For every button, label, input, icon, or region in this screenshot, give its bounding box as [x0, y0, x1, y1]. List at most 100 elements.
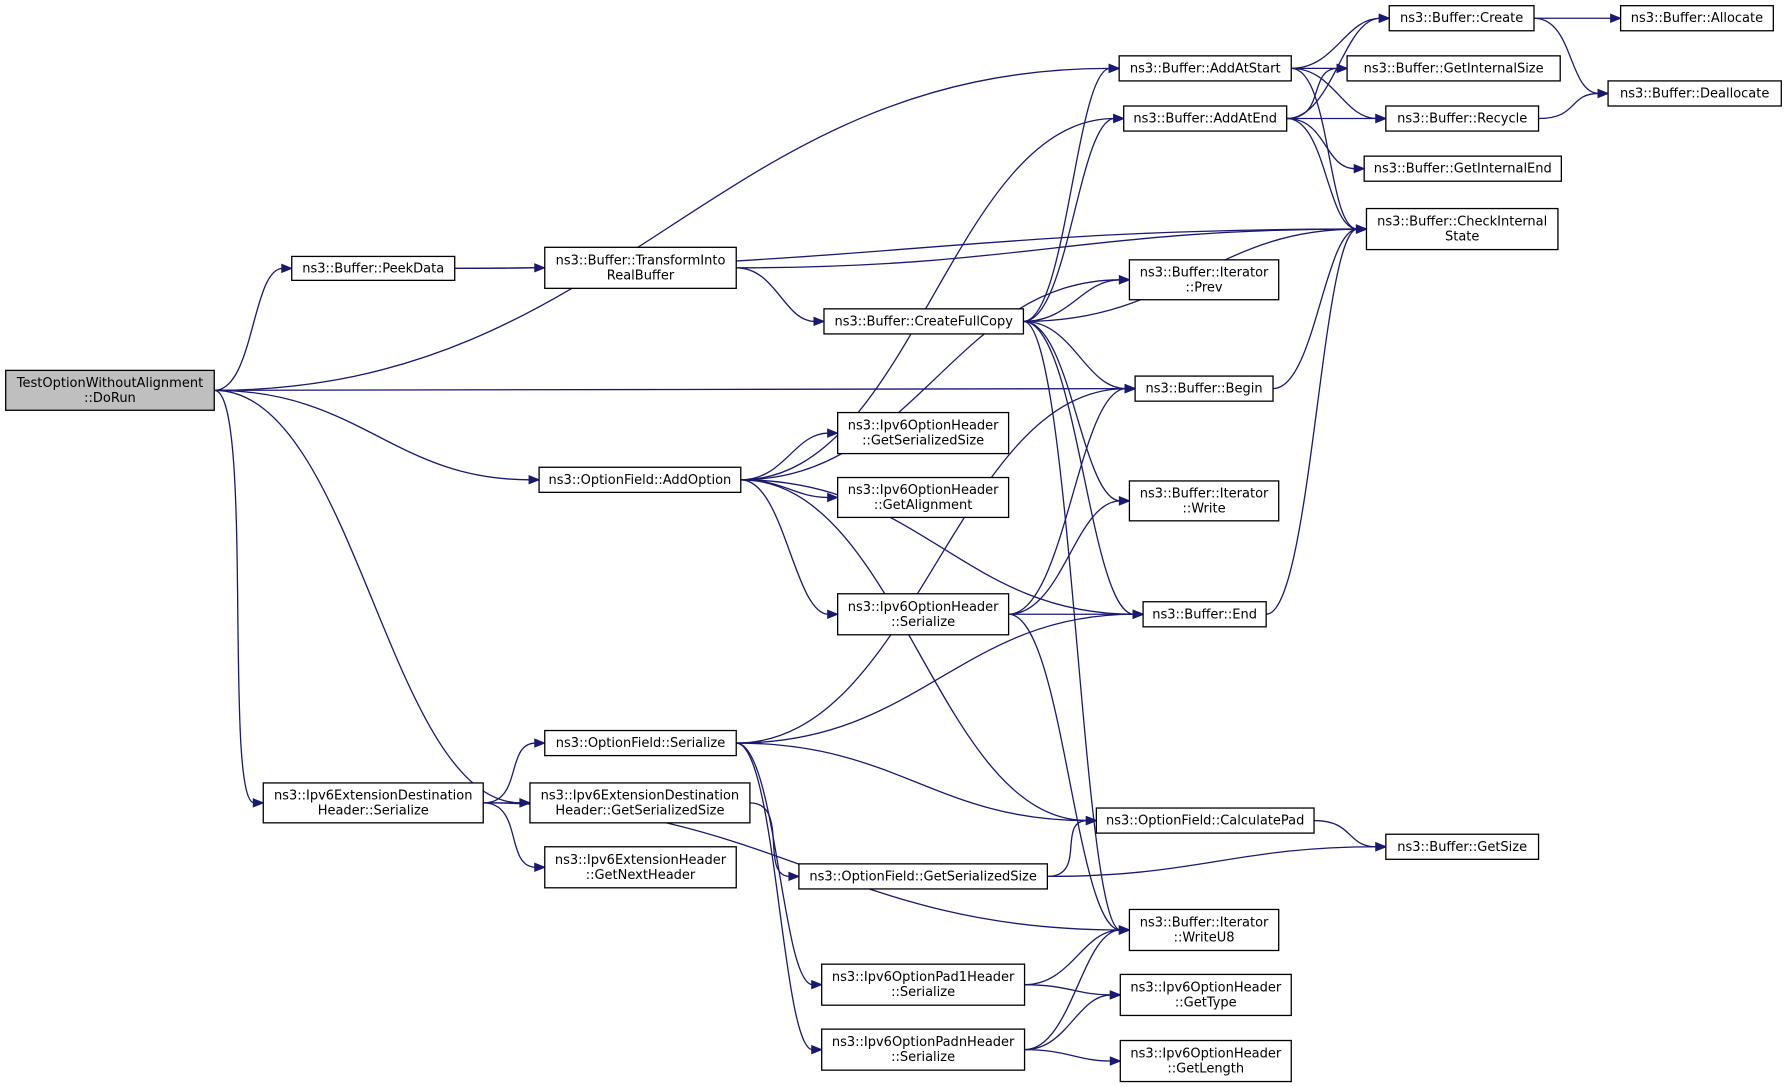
- node-pad1[interactable]: ns3::Ipv6OptionPad1Header::Serialize: [821, 963, 1026, 1006]
- node-recycle[interactable]: ns3::Buffer::Recycle: [1385, 105, 1540, 132]
- edge-root-to-begin: [214, 383, 1137, 394]
- node-box: [837, 593, 1010, 636]
- edge-line: [1291, 67, 1377, 120]
- edge-line: [740, 279, 1121, 481]
- node-padn[interactable]: ns3::Ipv6OptionPadnHeader::Serialize: [821, 1028, 1026, 1071]
- arrowhead-icon: [519, 798, 532, 808]
- node-allocate[interactable]: ns3::Buffer::Allocate: [1619, 5, 1774, 32]
- node-ofser[interactable]: ns3::OptionField::Serialize: [544, 729, 737, 757]
- edge-ofsize-to-getsize: [1047, 842, 1388, 878]
- node-box: [1388, 5, 1535, 32]
- node-root[interactable]: TestOptionWithoutAlignment::DoRun: [5, 369, 215, 411]
- edge-line: [1008, 500, 1121, 615]
- edge-line: [483, 742, 536, 804]
- edge-line: [1023, 320, 1127, 390]
- node-calcpad[interactable]: ns3::OptionField::CalculatePad: [1095, 807, 1315, 834]
- node-label: ns3::OptionField::CalculatePad: [1106, 814, 1304, 829]
- edge-addopt-to-itprev: [740, 275, 1131, 481]
- node-label: ::GetNextHeader: [586, 868, 696, 883]
- edge-root-to-edhser: [214, 389, 265, 808]
- node-label: ns3::Buffer::TransformInto: [556, 253, 726, 268]
- edge-edhser-to-ofser: [483, 738, 547, 804]
- edge-create-to-allocate: [1533, 13, 1622, 23]
- edge-addend-to-getintend: [1286, 117, 1366, 174]
- edge-line: [1533, 17, 1600, 95]
- node-box: [1142, 601, 1267, 628]
- node-ohalign[interactable]: ns3::Ipv6OptionHeader::GetAlignment: [837, 476, 1010, 519]
- node-box: [544, 246, 737, 289]
- arrowhead-icon: [1353, 163, 1366, 174]
- node-label: ns3::Ipv6ExtensionHeader: [555, 853, 727, 868]
- node-dealloc[interactable]: ns3::Buffer::Deallocate: [1607, 80, 1782, 107]
- edge-fullcopy-to-itwrite: [1023, 320, 1131, 506]
- edge-line: [1314, 819, 1377, 848]
- arrowhead-icon: [811, 979, 824, 990]
- node-edhsize[interactable]: ns3::Ipv6ExtensionDestinationHeader::Get…: [529, 782, 751, 824]
- node-ofsize[interactable]: ns3::OptionField::GetSerializedSize: [798, 863, 1049, 890]
- node-label: ns3::Buffer::GetSize: [1397, 840, 1527, 855]
- node-itwrite[interactable]: ns3::Buffer::Iterator::Write: [1128, 480, 1280, 522]
- node-box: [1128, 259, 1280, 301]
- edge-padn-to-ohlen: [1024, 1048, 1122, 1066]
- arrowhead-icon: [1336, 63, 1349, 74]
- node-begin[interactable]: ns3::Buffer::Begin: [1134, 375, 1274, 402]
- node-label: ns3::Ipv6ExtensionDestination: [541, 788, 740, 803]
- edge-ofsize-to-calcpad: [1047, 815, 1098, 878]
- arrowhead-icon: [1132, 609, 1145, 620]
- node-label: ns3::Ipv6OptionPadnHeader: [832, 1035, 1015, 1050]
- edge-addopt-to-ohser: [740, 479, 840, 620]
- node-ohsersize[interactable]: ns3::Ipv6OptionHeader::GetSerializedSize: [837, 411, 1010, 455]
- node-getintsize[interactable]: ns3::Buffer::GetInternalSize: [1346, 55, 1561, 82]
- node-create[interactable]: ns3::Buffer::Create: [1388, 5, 1535, 32]
- node-label: TestOptionWithoutAlignment: [16, 376, 203, 391]
- node-addopt[interactable]: ns3::OptionField::AddOption: [538, 466, 742, 493]
- node-box: [538, 466, 742, 493]
- edge-line: [1023, 320, 1121, 502]
- node-ohlen[interactable]: ns3::Ipv6OptionHeader::GetLength: [1119, 1039, 1292, 1083]
- node-label: ns3::Buffer::AddAtStart: [1130, 61, 1281, 76]
- arrowhead-icon: [827, 609, 840, 620]
- edges-layer: [214, 13, 1622, 1066]
- node-box: [837, 476, 1010, 519]
- node-label: ::Prev: [1185, 280, 1222, 295]
- node-end[interactable]: ns3::Buffer::End: [1142, 601, 1267, 628]
- edge-recycle-to-dealloc: [1538, 88, 1610, 120]
- node-fullcopy[interactable]: ns3::Buffer::CreateFullCopy: [823, 308, 1025, 335]
- arrowhead-icon: [827, 492, 840, 503]
- node-itprev[interactable]: ns3::Buffer::Iterator::Prev: [1128, 259, 1280, 301]
- node-label: ns3::Buffer::AddAtEnd: [1133, 112, 1277, 127]
- edge-line: [1272, 228, 1358, 390]
- node-label: ns3::Ipv6OptionHeader: [1130, 980, 1281, 995]
- edge-addend-to-getintsize: [1286, 63, 1349, 120]
- node-box: [837, 411, 1010, 455]
- edge-line: [736, 742, 1088, 822]
- node-addstart[interactable]: ns3::Buffer::AddAtStart: [1118, 55, 1292, 82]
- node-label: ns3::Ipv6ExtensionDestination: [274, 788, 473, 803]
- node-ohser[interactable]: ns3::Ipv6OptionHeader::Serialize: [837, 593, 1010, 636]
- node-label: ns3::Buffer::CreateFullCopy: [834, 314, 1013, 329]
- node-writeu8[interactable]: ns3::Buffer::Iterator::WriteU8: [1128, 908, 1280, 952]
- edge-root-to-addstart: [214, 63, 1121, 391]
- node-ehnext[interactable]: ns3::Ipv6ExtensionHeader::GetNextHeader: [544, 846, 737, 889]
- node-box: [1128, 480, 1280, 522]
- node-getsize[interactable]: ns3::Buffer::GetSize: [1385, 833, 1540, 860]
- node-label: ::WriteU8: [1174, 930, 1235, 945]
- node-label: ns3::OptionField::AddOption: [549, 473, 732, 488]
- node-peek[interactable]: ns3::Buffer::PeekData: [291, 255, 456, 282]
- node-label: ::GetType: [1175, 995, 1237, 1010]
- edge-line: [1024, 1048, 1112, 1062]
- arrowhead-icon: [534, 862, 547, 873]
- arrowhead-icon: [1108, 63, 1121, 74]
- edge-addend-to-checkint: [1286, 117, 1368, 234]
- node-label: ns3::Buffer::Create: [1400, 11, 1523, 26]
- edge-line: [1286, 67, 1339, 120]
- node-label: ns3::Buffer::Iterator: [1140, 915, 1269, 930]
- node-getintend[interactable]: ns3::Buffer::GetInternalEnd: [1363, 155, 1562, 182]
- node-box: [544, 729, 737, 757]
- node-ohtype[interactable]: ns3::Ipv6OptionHeader::GetType: [1119, 973, 1292, 1017]
- node-edhser[interactable]: ns3::Ipv6ExtensionDestinationHeader::Ser…: [262, 782, 484, 824]
- node-addend[interactable]: ns3::Buffer::AddAtEnd: [1123, 105, 1288, 132]
- edge-line: [1291, 17, 1381, 70]
